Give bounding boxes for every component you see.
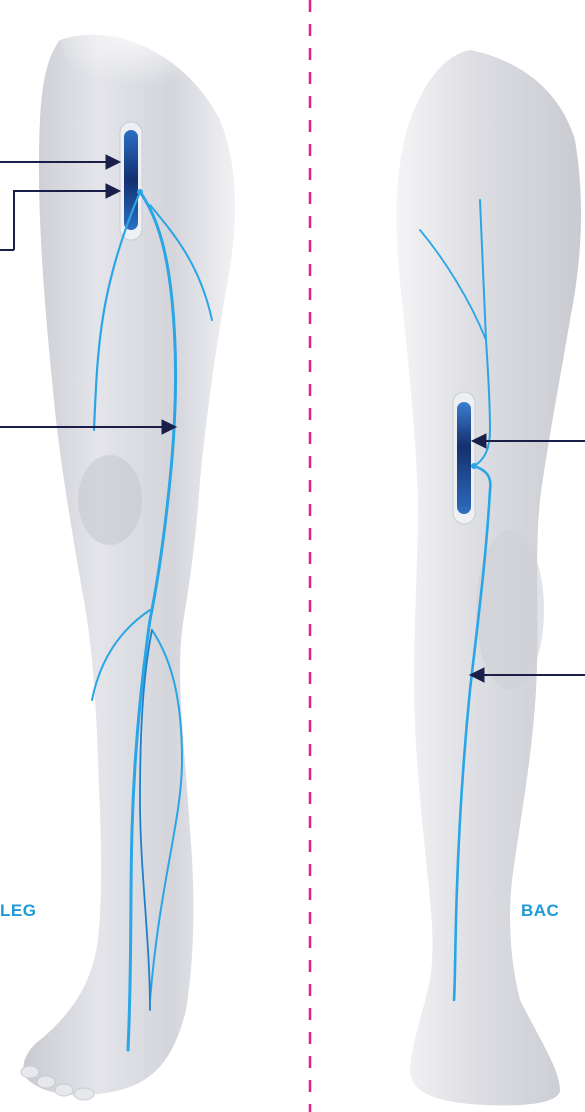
front-leg: [0, 35, 235, 1100]
front-leg-label: LEG: [0, 901, 36, 921]
back-vein-junction: [471, 463, 477, 469]
back-leg: [397, 50, 585, 1105]
front-vein-junction: [137, 189, 143, 195]
front-knee-shadow: [78, 455, 142, 545]
back-vein-dark-segment: [457, 402, 471, 514]
back-leg-label: BAC: [521, 901, 559, 921]
